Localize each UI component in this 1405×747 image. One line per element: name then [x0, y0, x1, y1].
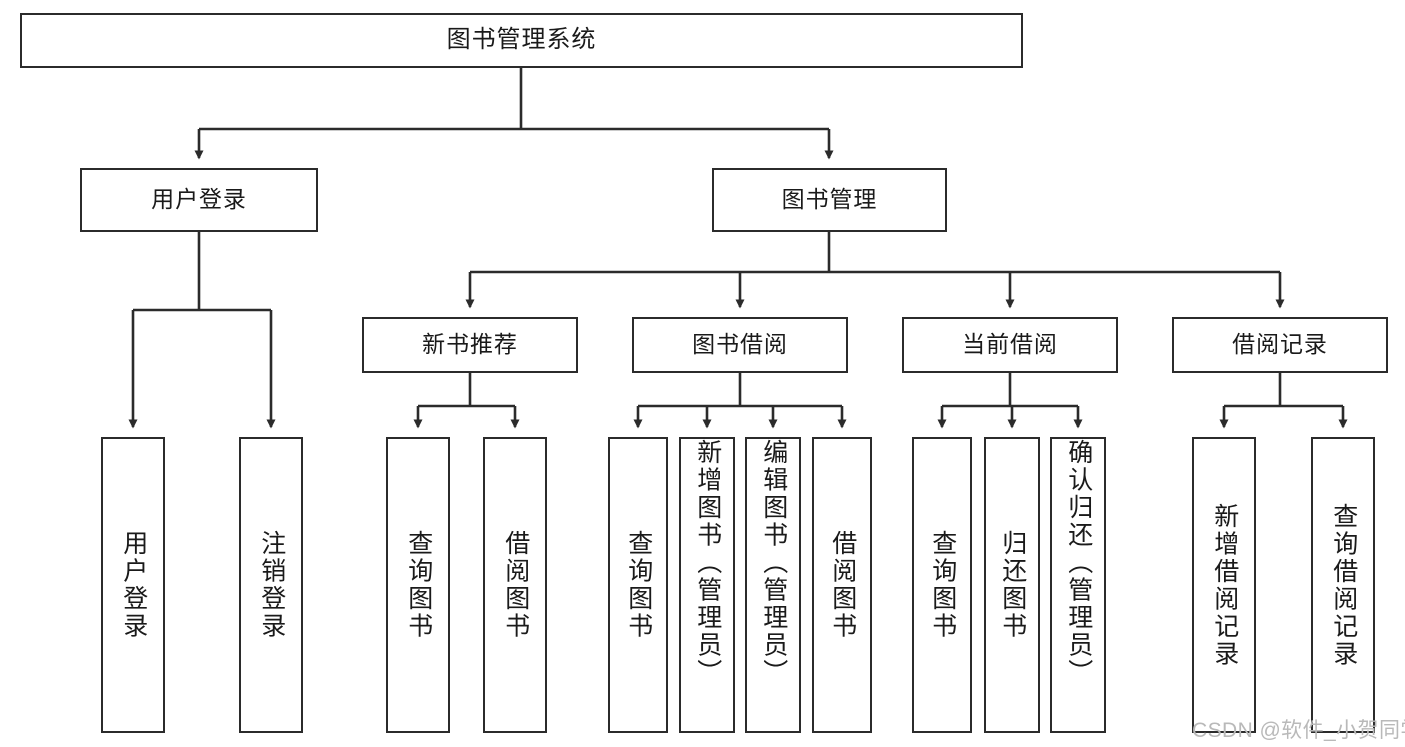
node-leaf-borrow-book-rec-label: 借阅图书: [501, 530, 530, 640]
node-leaf-query-borrow-record-label: 查询借阅记录: [1329, 502, 1358, 668]
node-leaf-add-book-admin[interactable]: 新增图书（管理员）: [679, 437, 735, 733]
csdn-watermark: CSDN @软件_小贺同学: [1192, 719, 1405, 742]
node-book-management-label: 图书管理: [781, 186, 878, 213]
node-root[interactable]: 图书管理系统: [20, 13, 1023, 68]
node-current-borrow[interactable]: 当前借阅: [902, 317, 1118, 373]
node-leaf-borrow-book-label: 借阅图书: [828, 530, 857, 640]
node-new-book-recommend[interactable]: 新书推荐: [362, 317, 578, 373]
node-leaf-borrow-book-rec[interactable]: 借阅图书: [483, 437, 547, 733]
node-borrow-record[interactable]: 借阅记录: [1172, 317, 1388, 373]
node-leaf-confirm-return-admin-label: 确认归还（管理员）: [1064, 439, 1093, 687]
node-leaf-return-book-label: 归还图书: [998, 530, 1027, 640]
node-leaf-query-book-current-label: 查询图书: [928, 530, 957, 640]
node-leaf-query-book-borrow-label: 查询图书: [624, 530, 653, 640]
node-user-login-label: 用户登录: [151, 186, 247, 213]
node-leaf-edit-book-admin-label: 编辑图书（管理员）: [759, 439, 788, 687]
node-current-borrow-label: 当前借阅: [962, 331, 1058, 358]
node-leaf-borrow-book[interactable]: 借阅图书: [812, 437, 872, 733]
node-leaf-logout-login[interactable]: 注销登录: [239, 437, 303, 733]
node-leaf-add-book-admin-label: 新增图书（管理员）: [693, 439, 722, 687]
node-leaf-edit-book-admin[interactable]: 编辑图书（管理员）: [745, 437, 801, 733]
node-new-book-recommend-label: 新书推荐: [422, 331, 518, 358]
node-leaf-logout-login-label: 注销登录: [257, 530, 286, 640]
node-root-label: 图书管理系统: [446, 26, 597, 54]
node-leaf-user-login[interactable]: 用户登录: [101, 437, 165, 733]
node-leaf-confirm-return-admin[interactable]: 确认归还（管理员）: [1050, 437, 1106, 733]
node-leaf-query-borrow-record[interactable]: 查询借阅记录: [1311, 437, 1375, 733]
node-borrow-record-label: 借阅记录: [1232, 331, 1328, 358]
node-leaf-return-book[interactable]: 归还图书: [984, 437, 1040, 733]
node-leaf-query-book-current[interactable]: 查询图书: [912, 437, 972, 733]
node-user-login[interactable]: 用户登录: [80, 168, 318, 232]
node-leaf-user-login-label: 用户登录: [119, 530, 148, 640]
node-leaf-add-borrow-record[interactable]: 新增借阅记录: [1192, 437, 1256, 733]
node-leaf-add-borrow-record-label: 新增借阅记录: [1210, 502, 1239, 668]
node-leaf-query-book-borrow[interactable]: 查询图书: [608, 437, 668, 733]
node-book-borrow[interactable]: 图书借阅: [632, 317, 848, 373]
node-leaf-query-book-rec[interactable]: 查询图书: [386, 437, 450, 733]
node-leaf-query-book-rec-label: 查询图书: [404, 530, 433, 640]
node-book-management[interactable]: 图书管理: [712, 168, 947, 232]
node-book-borrow-label: 图书借阅: [692, 331, 788, 358]
